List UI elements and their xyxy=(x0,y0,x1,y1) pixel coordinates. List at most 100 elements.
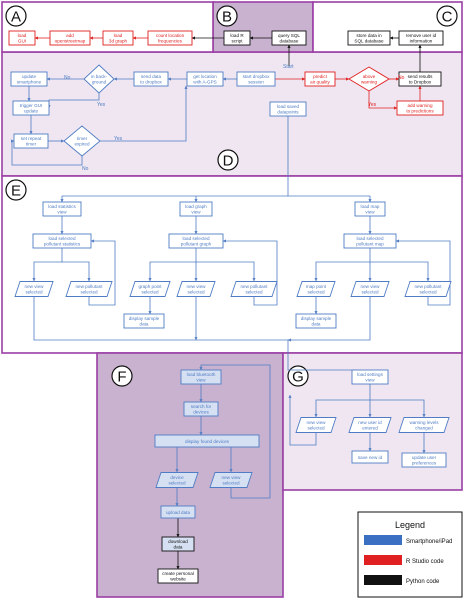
node-shape-io xyxy=(129,281,171,297)
section-label-ring xyxy=(216,5,238,27)
legend-label-python: Python code xyxy=(406,579,440,585)
node-label-line: load selected xyxy=(182,236,210,241)
node-label-line: load settings xyxy=(357,372,383,377)
section-label-text: B xyxy=(222,9,232,26)
node-label-line: view xyxy=(191,210,201,215)
section-label-ring xyxy=(5,5,27,27)
node-label-line: display sample xyxy=(301,316,332,321)
node-shape-process xyxy=(154,434,260,448)
edge-39 xyxy=(88,239,116,306)
node-label-line: load map xyxy=(361,204,380,209)
edges xyxy=(11,36,451,570)
node-label-line: GUI xyxy=(18,39,26,44)
node-shape-process xyxy=(133,71,169,87)
node-label-line: script xyxy=(232,39,244,44)
legend-label-r-studio: R Studio code xyxy=(406,559,444,565)
node-shape-process xyxy=(223,30,251,46)
node-label-line: website xyxy=(170,577,186,582)
section-label-e: E xyxy=(5,179,27,201)
section-label-ring xyxy=(111,365,133,387)
node-label-line: database xyxy=(280,39,299,44)
node-label-line: count location xyxy=(156,33,185,38)
node-shape-process xyxy=(123,313,165,329)
node-label-line: selected xyxy=(80,290,98,295)
node-label-line: view xyxy=(57,210,67,215)
node-label-line: to Dropbox xyxy=(409,80,432,85)
section-label-text: F xyxy=(117,369,126,386)
node-shape-io xyxy=(295,417,337,433)
node-shape-process xyxy=(269,101,307,117)
edge-58 xyxy=(288,394,317,446)
node-shape-process xyxy=(401,452,447,468)
node-label-line: set repeat xyxy=(21,136,42,141)
node-label-line: send results xyxy=(408,74,433,79)
node-shape-process xyxy=(398,71,442,87)
section-label-ring xyxy=(436,5,458,27)
node-shape-process xyxy=(295,313,337,329)
edge-label-start: Start xyxy=(283,64,294,70)
node-label-line: selected xyxy=(187,290,205,295)
node-label-line: display found devices xyxy=(185,439,230,444)
node-shape-io xyxy=(155,472,199,488)
legend: Legend Smartphone/iPad R Studio code Pyt… xyxy=(357,511,463,598)
node-label-line: update xyxy=(24,109,38,114)
node-label-line: query SQL xyxy=(278,33,300,38)
node-label-line: new pollutant xyxy=(240,284,268,289)
node-label-line: load xyxy=(114,33,123,38)
node-label-line: send data xyxy=(141,74,162,79)
node-label-line: load xyxy=(18,33,27,38)
edge-label-yes-warning: Yes xyxy=(368,102,377,108)
node-label-line: session xyxy=(248,80,264,85)
node-label-line: update user xyxy=(412,455,437,460)
node-label-line: save new id xyxy=(358,455,383,460)
node-label-line: upload data xyxy=(166,510,190,515)
node-label-line: with A-GPS xyxy=(193,80,217,85)
node-shape-process xyxy=(32,233,92,249)
node-label-line: ground xyxy=(92,80,107,85)
legend-label-smartphone: Smartphone/iPad xyxy=(406,539,452,545)
edge-44 xyxy=(287,297,371,342)
legend-swatch-r-studio xyxy=(364,555,402,565)
node-label-line: 3d graph xyxy=(109,39,128,44)
node-label-line: to predictions xyxy=(406,109,434,114)
node-label-line: selected xyxy=(168,481,186,486)
node-label-line: entered xyxy=(362,426,378,431)
node-label-line: new view xyxy=(25,284,45,289)
node-shape-process xyxy=(12,100,50,116)
node-shape-process xyxy=(157,568,199,584)
legend-box xyxy=(357,511,463,598)
node-label-line: frequencies xyxy=(158,39,182,44)
edge-21 xyxy=(368,91,398,110)
section-label-text: E xyxy=(11,183,21,200)
node-label-line: load selected xyxy=(356,236,384,241)
node-shape-process xyxy=(179,201,213,217)
node-shape-io xyxy=(348,417,392,433)
node-label-line: search for xyxy=(191,404,212,409)
node-label-line: changed xyxy=(415,426,433,431)
node-in-background: in back-ground xyxy=(83,64,115,94)
node-label-line: warning xyxy=(361,80,378,85)
node-shape-process xyxy=(396,100,444,116)
edge-label-yes-background: Yes xyxy=(97,102,106,108)
node-shape-process xyxy=(49,30,91,46)
node-shape-process xyxy=(160,505,196,519)
node-label-line: selected xyxy=(141,290,159,295)
node-label-line: to dropbox xyxy=(140,80,162,85)
